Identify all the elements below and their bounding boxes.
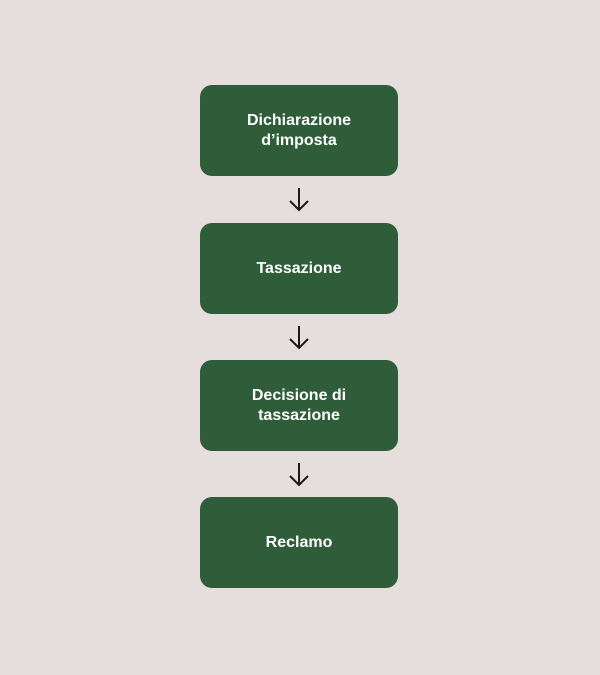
step-dichiarazione-d-imposta: Dichiarazione d’imposta <box>200 85 398 176</box>
step-decisione-di-tassazione: Decisione di tassazione <box>200 360 398 451</box>
step-label: Decisione di tassazione <box>251 386 347 424</box>
arrow-down-icon <box>289 463 309 487</box>
step-reclamo: Reclamo <box>200 497 398 588</box>
step-label: Tassazione <box>256 259 342 277</box>
arrow-down-icon <box>289 326 309 350</box>
step-label: Reclamo <box>265 533 333 551</box>
step-tassazione: Tassazione <box>200 223 398 314</box>
arrow-down-icon <box>289 188 309 212</box>
step-label: Dichiarazione d’imposta <box>246 111 352 149</box>
